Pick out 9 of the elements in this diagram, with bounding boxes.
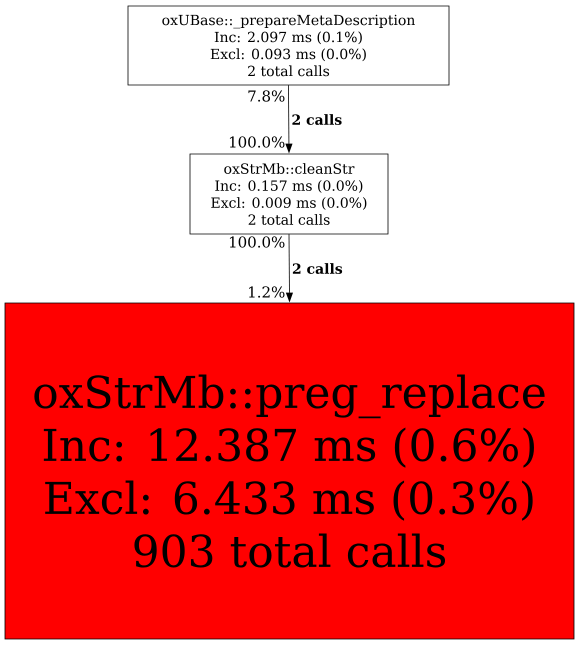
edge-label: 2 calls (290, 262, 344, 275)
percent-label: 100.0% (230, 236, 284, 248)
function-box: oxUBase::_prepareMetaDescription Inc: 2.097 ms (0.1%) Excl: 0.093 ms (0.0%) 2 total calls (128, 6, 450, 86)
percent-label: 100.0% (230, 136, 284, 148)
percent-label: 1.2% (249, 286, 284, 298)
edge-label: 2 calls (290, 113, 344, 126)
function-box: oxStrMb::cleanStr Inc: 0.157 ms (0.0%) Excl: 0.009 ms (0.0%) 2 total calls (190, 154, 388, 234)
function-box: oxStrMb::preg_replace Inc: 12.387 ms (0.6%) Excl: 6.433 ms (0.3%) 903 total calls (4, 302, 574, 640)
percent-label: 7.8% (248, 90, 284, 102)
